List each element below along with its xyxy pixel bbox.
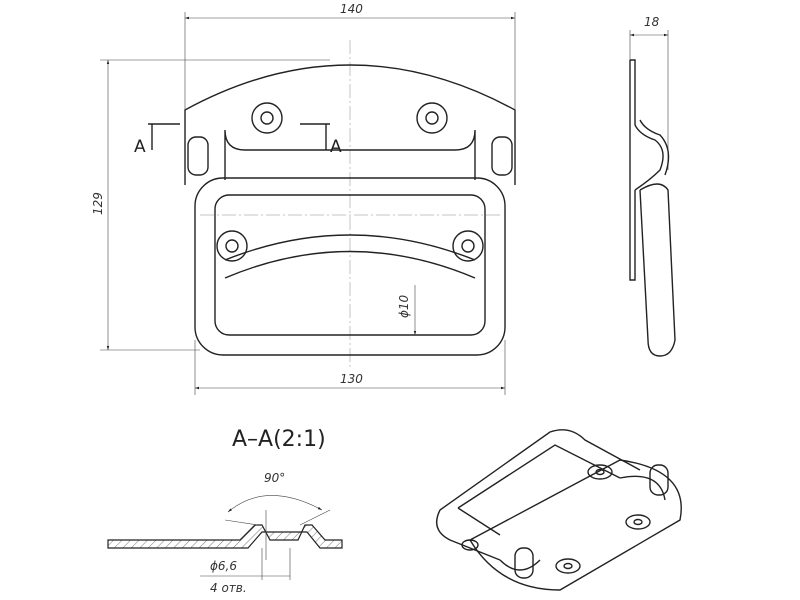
dimension-130: 130 — [340, 372, 363, 386]
section-a-a: A–A(2:1) 90° ϕ6,6 4 отв. — [107, 427, 343, 595]
side-view: 18 — [629, 15, 676, 357]
isometric-view — [436, 429, 682, 591]
dimension-rod-diameter: ϕ10 — [397, 294, 411, 318]
handle-inner — [214, 194, 486, 336]
hole-count: 4 отв. — [210, 581, 247, 595]
handle-outer — [194, 177, 506, 356]
dimension-129: 129 — [91, 192, 105, 215]
angle-90: 90° — [264, 471, 285, 485]
front-view: A A 140 129 130 ϕ10 — [91, 2, 516, 395]
plate-bend — [224, 129, 476, 180]
dimension-18: 18 — [644, 15, 660, 29]
hole-diameter: ϕ6,6 — [210, 559, 237, 573]
dimension-140: 140 — [340, 2, 363, 16]
plate-outline — [184, 64, 516, 185]
section-mark-right: A — [330, 137, 342, 157]
section-mark-left: A — [134, 137, 146, 157]
section-title: A–A(2:1) — [232, 427, 326, 452]
plate-bottom-arc — [224, 250, 476, 279]
mounting-holes — [216, 102, 484, 262]
